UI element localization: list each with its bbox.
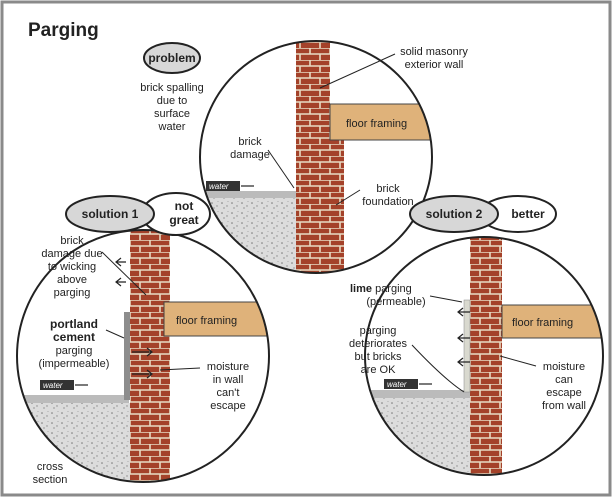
wall-leader bbox=[319, 53, 396, 89]
damage-label-line-2: damage bbox=[230, 149, 270, 161]
cement-parging bbox=[124, 312, 130, 400]
floor-framing-label: floor framing bbox=[346, 118, 407, 130]
wicking-line-1: brick bbox=[60, 235, 84, 247]
moisture-arrow bbox=[115, 257, 126, 267]
footer-line-2: section bbox=[33, 474, 68, 486]
masonry-wall bbox=[470, 237, 502, 475]
water-tag-label: water bbox=[43, 381, 63, 390]
moisture-line-4: from wall bbox=[542, 400, 586, 412]
escaping-moisture-arrow bbox=[457, 357, 470, 367]
problem-circle bbox=[199, 40, 433, 274]
water-tag-label: water bbox=[209, 182, 229, 191]
wicking-line-5: parging bbox=[54, 287, 91, 299]
solution2-circle bbox=[364, 236, 604, 476]
parging-leader bbox=[429, 295, 463, 303]
floor-framing bbox=[501, 304, 603, 339]
ground-surface bbox=[365, 390, 470, 398]
foundation-leader bbox=[335, 189, 361, 206]
problem-badge-label: problem bbox=[148, 51, 195, 65]
material-plain-line-2: (impermeable) bbox=[39, 358, 110, 370]
cause-line-1: brick spalling bbox=[140, 82, 204, 94]
deteriorates-line-4: are OK bbox=[361, 364, 397, 376]
brick-foundation bbox=[308, 140, 344, 273]
deteriorates-leader bbox=[411, 344, 465, 393]
cause-line-3: surface bbox=[154, 108, 190, 120]
trapped-moisture-arrow bbox=[132, 347, 153, 357]
trapped-moisture-arrow bbox=[132, 369, 153, 379]
water-tag bbox=[206, 181, 240, 191]
solution1-badge bbox=[65, 195, 155, 233]
water-tag bbox=[40, 380, 74, 390]
lime-parging bbox=[463, 299, 471, 393]
problem-badge bbox=[143, 42, 201, 74]
deteriorates-line-2: deteriorates bbox=[349, 338, 408, 350]
deteriorates-line-1: parging bbox=[360, 325, 397, 337]
material-bold-line-2: cement bbox=[53, 330, 95, 344]
material-rest: parging bbox=[372, 283, 412, 295]
floor-framing bbox=[329, 103, 432, 141]
material-note: (permeable) bbox=[366, 296, 425, 308]
moisture-arrow bbox=[115, 277, 126, 287]
foundation-label-line-2: foundation bbox=[362, 196, 413, 208]
wicking-leader bbox=[101, 251, 147, 296]
moisture-line-2: can bbox=[555, 374, 573, 386]
wicking-line-4: above bbox=[57, 274, 87, 286]
solution1-circle bbox=[16, 229, 270, 483]
solution2-badge bbox=[409, 195, 499, 233]
footer-line-1: cross bbox=[37, 461, 64, 473]
wicking-line-2: damage due bbox=[41, 248, 102, 260]
material-bold: lime bbox=[350, 283, 372, 295]
ground-surface bbox=[17, 395, 129, 403]
rating-label: better bbox=[511, 207, 545, 221]
wall-label-line-2: exterior wall bbox=[405, 59, 464, 71]
deteriorates-line-3: but bricks bbox=[354, 351, 402, 363]
moisture-line-3: can't bbox=[217, 387, 240, 399]
floor-framing-label: floor framing bbox=[512, 317, 573, 329]
ground-surface bbox=[200, 191, 296, 198]
moisture-line-2: in wall bbox=[213, 374, 244, 386]
material-plain-line-1: parging bbox=[56, 345, 93, 357]
rating-line-1: not bbox=[175, 199, 194, 213]
floor-framing bbox=[163, 301, 269, 337]
escaping-moisture-arrow bbox=[457, 307, 470, 317]
moisture-line-1: moisture bbox=[543, 361, 585, 373]
foundation-label-line-1: brick bbox=[376, 183, 400, 195]
solution2-badge-label: solution 2 bbox=[426, 207, 483, 221]
material-bold-line-1: portland bbox=[50, 317, 98, 331]
problem-panel: floor framing water problem brick spalli… bbox=[140, 40, 468, 274]
wall-label-line-1: solid masonry bbox=[400, 46, 468, 58]
moisture-leader bbox=[499, 355, 537, 367]
moisture-line-4: escape bbox=[210, 400, 245, 412]
cause-line-2: due to bbox=[157, 95, 188, 107]
solution1-panel: floor framing water solution 1 not great… bbox=[16, 192, 270, 483]
masonry-wall bbox=[130, 230, 170, 482]
wicking-line-3: to wicking bbox=[48, 261, 96, 273]
moisture-line-1: moisture bbox=[207, 361, 249, 373]
solution1-badge-label: solution 1 bbox=[82, 207, 139, 221]
diagram-title: Parging bbox=[28, 20, 99, 41]
floor-framing-label: floor framing bbox=[176, 315, 237, 327]
damage-label-line-1: brick bbox=[238, 136, 262, 148]
water-tag-label: water bbox=[387, 380, 407, 389]
rating-line-2: great bbox=[169, 213, 198, 227]
parging-leader bbox=[105, 329, 125, 339]
damage-leader bbox=[267, 149, 295, 189]
material-line: lime parging bbox=[350, 283, 412, 295]
cause-line-4: water bbox=[158, 121, 186, 133]
solution2-panel: floor framing water solution 2 better li… bbox=[349, 195, 604, 476]
escaping-moisture-arrow bbox=[457, 333, 470, 343]
moisture-leader bbox=[159, 367, 201, 371]
moisture-line-3: escape bbox=[546, 387, 581, 399]
water-tag bbox=[384, 379, 418, 389]
